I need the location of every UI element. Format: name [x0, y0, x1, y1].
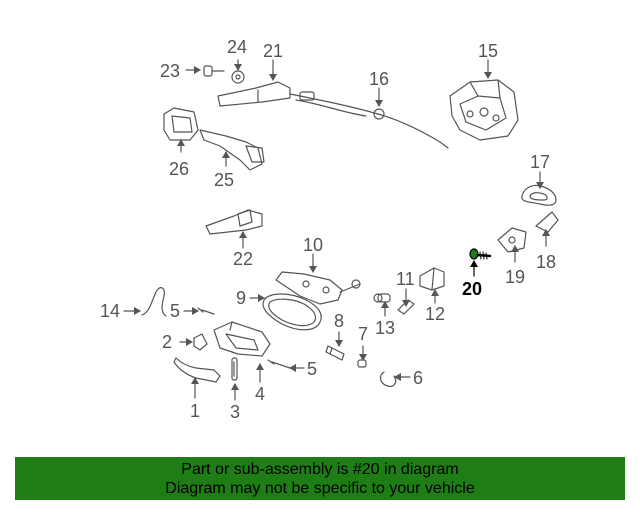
- part-23-bolt: [203, 65, 225, 77]
- part-2-clip: [193, 333, 208, 351]
- part-5-screw-upper: [197, 307, 215, 315]
- part-20-screw[interactable]: [469, 248, 492, 260]
- callout-23: 23: [160, 61, 181, 81]
- callout-2: 2: [162, 332, 173, 352]
- part-7-piece: [357, 359, 367, 368]
- callout-5-upper: 5: [170, 301, 181, 321]
- part-15-latch: [449, 79, 519, 141]
- part-21-rod: [217, 81, 291, 107]
- part-19-plate: [497, 227, 527, 253]
- callout-24: 24: [227, 37, 248, 57]
- callout-12: 12: [425, 304, 446, 324]
- callout-11: 11: [396, 269, 415, 289]
- part-1-handle: [173, 357, 221, 383]
- banner-line-1: Part or sub-assembly is #20 in diagram: [181, 460, 459, 478]
- callout-14: 14: [100, 301, 121, 321]
- callout-7: 7: [358, 324, 369, 344]
- part-25-bracket: [199, 129, 265, 171]
- callout-17: 17: [530, 152, 551, 172]
- part-14-rod: [141, 287, 167, 317]
- callout-26: 26: [169, 159, 190, 179]
- banner-line-2: Diagram may not be specific to your vehi…: [165, 479, 475, 497]
- part-11-lever: [397, 299, 415, 315]
- parts-diagram: [123, 59, 559, 401]
- callout-9: 9: [236, 288, 247, 308]
- part-16-cable: [289, 91, 449, 149]
- part-9-gasket: [262, 293, 322, 331]
- part-12-bracket: [419, 267, 445, 291]
- part-10-base: [275, 271, 361, 305]
- callout-25: 25: [214, 170, 235, 190]
- callout-16: 16: [369, 69, 390, 89]
- callout-1: 1: [190, 401, 201, 421]
- part-24-washer: [231, 70, 245, 84]
- callout-22: 22: [233, 249, 254, 269]
- part-8-bushing: [325, 345, 345, 361]
- callout-6: 6: [413, 368, 424, 388]
- callout-15: 15: [478, 41, 499, 61]
- part-13-pin: [373, 293, 391, 303]
- callout-20[interactable]: 20: [462, 279, 483, 299]
- info-banner: Part or sub-assembly is #20 in diagram D…: [15, 457, 625, 500]
- part-22-bracket: [205, 209, 263, 235]
- callout-4: 4: [255, 384, 266, 404]
- part-6-clip: [379, 371, 397, 387]
- part-26-housing: [163, 107, 199, 141]
- part-18-bezel: [535, 211, 559, 233]
- leader-lines: [123, 59, 550, 401]
- part-5-screw-lower: [267, 359, 291, 369]
- callout-13: 13: [375, 318, 396, 338]
- callout-8: 8: [334, 311, 345, 331]
- part-17-handle: [521, 184, 557, 206]
- callout-3: 3: [230, 402, 241, 422]
- callout-5-lower: 5: [307, 359, 318, 379]
- part-3-rod: [231, 357, 238, 381]
- callout-21: 21: [263, 41, 284, 61]
- callout-10: 10: [303, 235, 324, 255]
- callout-19: 19: [505, 267, 526, 287]
- callout-18: 18: [536, 252, 557, 272]
- part-4-housing: [213, 321, 271, 357]
